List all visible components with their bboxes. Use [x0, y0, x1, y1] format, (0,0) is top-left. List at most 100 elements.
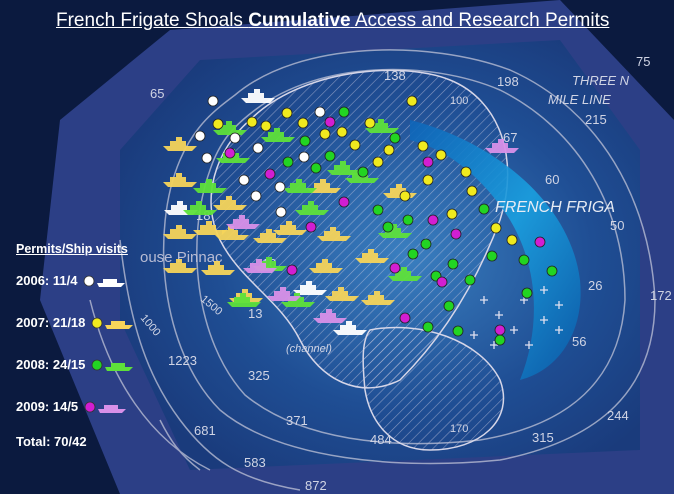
ship-icon-2008 — [213, 121, 247, 135]
ship-icon-2007 — [163, 225, 197, 239]
ship-icon-2007 — [163, 137, 197, 151]
ship-icon-2007 — [253, 229, 287, 243]
ship-icon-2008 — [388, 267, 422, 281]
permit-dot-2006 — [275, 206, 287, 218]
title-suffix: Access and Research Permits — [350, 10, 610, 31]
permit-dot-2007 — [460, 166, 472, 178]
legend-symbol-2008 — [92, 359, 134, 371]
ship-icon-2008 — [281, 293, 315, 307]
ship-icon-2007 — [201, 261, 235, 275]
permit-dot-2007 — [212, 118, 224, 130]
permit-dot-2006 — [201, 152, 213, 164]
ship-icon-2006 — [241, 89, 275, 103]
ship-icon-2008 — [327, 161, 361, 175]
permit-dot-2008 — [447, 258, 459, 270]
title-prefix: French Frigate Shoals — [56, 10, 249, 31]
ship-icon-2008 — [193, 179, 227, 193]
ship-icon-2009 — [226, 215, 260, 229]
permit-dot-2008 — [518, 254, 530, 266]
permit-dot-2007 — [446, 208, 458, 220]
permit-dot-2008 — [521, 287, 533, 299]
ship-icon-2008 — [378, 224, 412, 238]
depth-138: 138 — [384, 68, 406, 83]
depth-56: 56 — [572, 334, 586, 349]
permit-dot-2006 — [252, 142, 264, 154]
three-mile-label-2: MILE LINE — [548, 92, 611, 107]
permit-dot-2008 — [443, 300, 455, 312]
legend-row-2007: 2007: 21/18 — [16, 312, 166, 332]
permit-dot-2006 — [314, 106, 326, 118]
permit-dot-2007 — [336, 126, 348, 138]
permit-dot-2008 — [382, 221, 394, 233]
permit-dot-2007 — [297, 117, 309, 129]
legend-label-2008: 2008: 24/15 — [16, 356, 86, 372]
ship-icon-2007 — [317, 227, 351, 241]
permit-dot-2008 — [389, 132, 401, 144]
ship-icon-2007 — [213, 196, 247, 210]
ship-icon-2009 — [243, 259, 277, 273]
permit-dot-2007 — [422, 174, 434, 186]
permit-dot-2006 — [298, 151, 310, 163]
ship-icon-2008 — [227, 293, 261, 307]
ship-icon-2007 — [355, 249, 389, 263]
legend-header: Permits/Ship visits — [16, 242, 128, 256]
permit-dot-2008 — [407, 248, 419, 260]
permit-dot-2009 — [324, 116, 336, 128]
permit-dot-2006 — [238, 174, 250, 186]
permit-dot-2006 — [207, 95, 219, 107]
permit-dot-2009 — [399, 312, 411, 324]
permit-dot-2006 — [274, 181, 286, 193]
permit-dot-2006 — [229, 132, 241, 144]
hatched-lower-reef — [362, 326, 505, 451]
legend-symbol-2009 — [84, 401, 127, 413]
permit-dot-2007 — [281, 107, 293, 119]
ship-icon-2008 — [183, 201, 217, 215]
depth-65: 65 — [150, 86, 164, 101]
depth-100: 100 — [450, 95, 468, 107]
depth-50: 50 — [610, 218, 624, 233]
legend-row-2006: 2006: 11/4 — [16, 270, 166, 290]
ship-icon-2009 — [485, 139, 519, 153]
depth-681: 681 — [194, 423, 216, 438]
permit-dot-2007 — [490, 222, 502, 234]
permit-dot-2007 — [406, 95, 418, 107]
depth-198: 198 — [497, 74, 519, 89]
permit-dot-2009 — [286, 264, 298, 276]
permit-dot-2008 — [338, 106, 350, 118]
ship-icon-2007 — [361, 291, 395, 305]
depth-872: 872 — [305, 478, 327, 493]
legend-label-2007: 2007: 21/18 — [16, 314, 86, 330]
permit-dot-2007 — [383, 144, 395, 156]
legend-symbol-2006 — [84, 275, 126, 287]
depth-contours — [89, 49, 656, 491]
ship-icon-2007 — [309, 259, 343, 273]
permit-dot-2007 — [364, 117, 376, 129]
ship-icon-2009 — [313, 309, 347, 323]
ship-icon-2008 — [295, 201, 329, 215]
depth-60: 60 — [545, 172, 559, 187]
ship-icon-2007 — [273, 221, 307, 235]
depth-75: 75 — [636, 54, 650, 69]
ship-icon-2007 — [193, 221, 227, 235]
permit-dot-2009 — [534, 236, 546, 248]
permit-dot-2008 — [372, 204, 384, 216]
permit-dot-2007 — [466, 185, 478, 197]
permit-dot-2009 — [224, 147, 236, 159]
french-frigate-label: FRENCH FRIGA — [495, 199, 615, 216]
permit-dot-2007 — [417, 140, 429, 152]
depth-484: 484 — [370, 432, 392, 447]
legend-row-2008: 2008: 24/15 — [16, 354, 166, 374]
depth-170: 170 — [450, 423, 468, 435]
depth-583: 583 — [244, 455, 266, 470]
permit-dot-2008 — [420, 238, 432, 250]
permit-dot-2008 — [402, 214, 414, 226]
ship-icon-2008 — [365, 119, 399, 133]
ship-icon-2007 — [325, 287, 359, 301]
three-mile-label-1: THREE N — [572, 73, 630, 88]
legend-label-2006: 2006: 11/4 — [16, 272, 78, 288]
permit-dot-2009 — [494, 324, 506, 336]
depth-215: 215 — [585, 112, 607, 127]
permit-dot-2007 — [372, 156, 384, 168]
permit-dot-2008 — [310, 162, 322, 174]
permit-dot-2008 — [478, 203, 490, 215]
